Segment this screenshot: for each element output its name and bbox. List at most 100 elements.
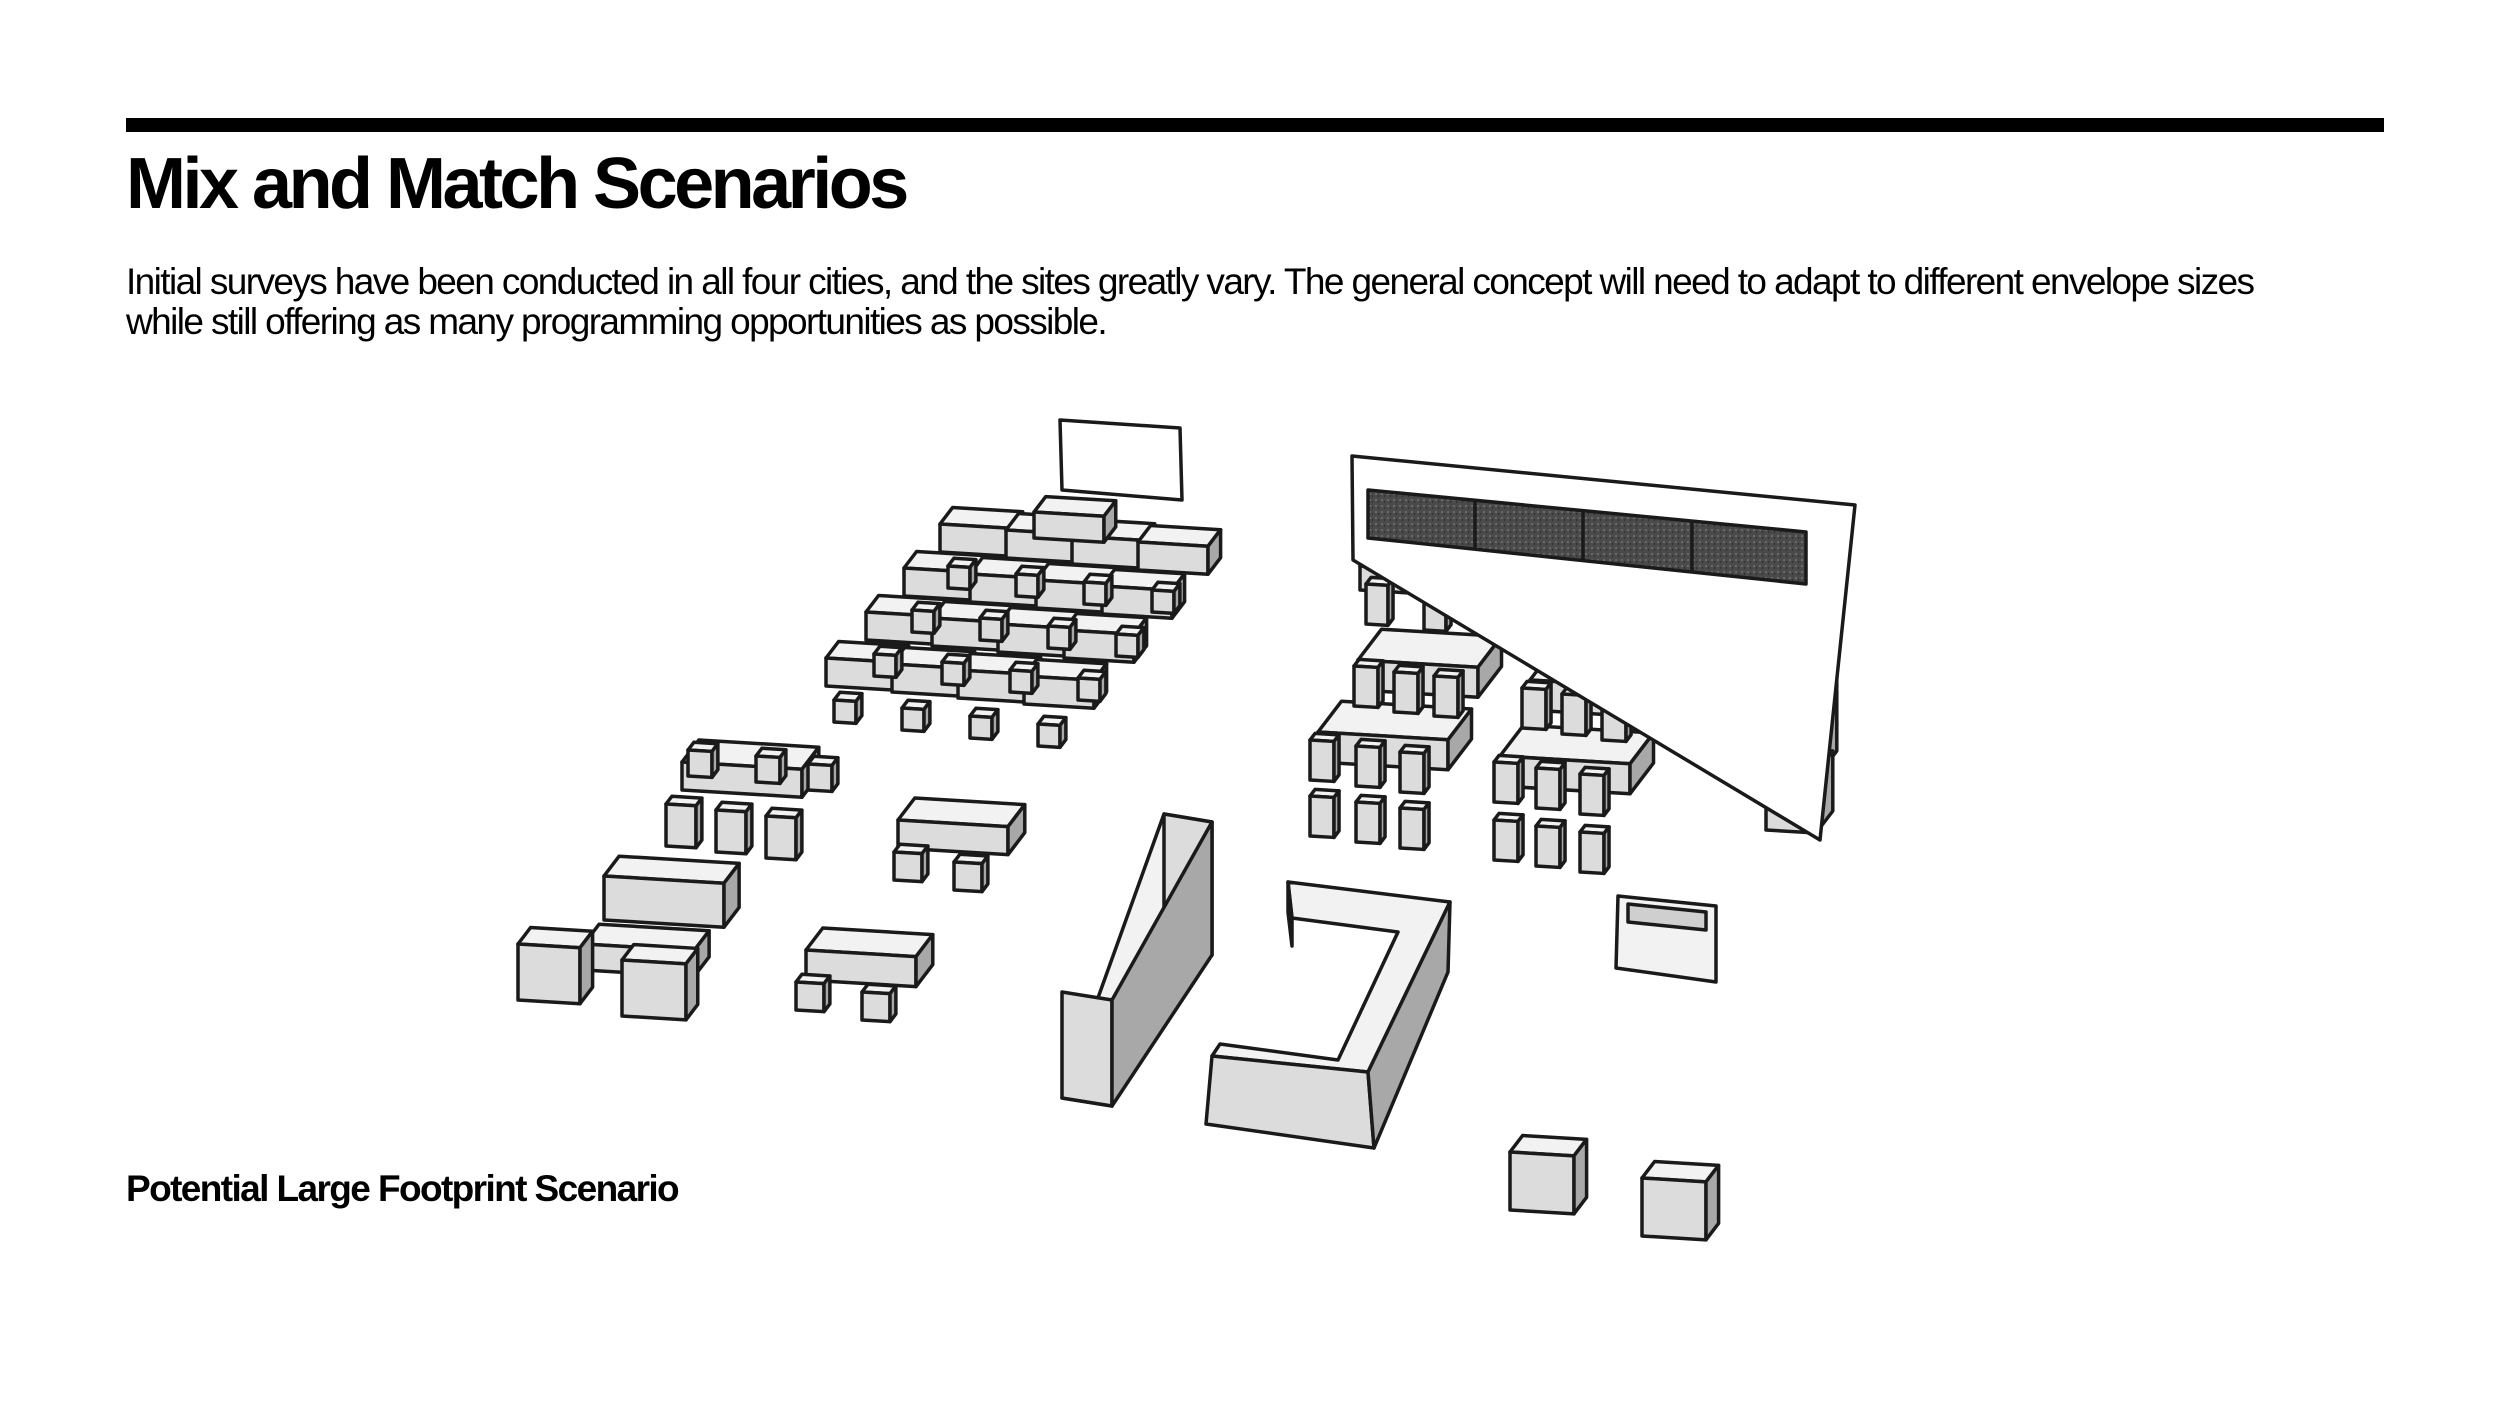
furniture-blocks <box>516 494 1839 1242</box>
classroom-desk <box>902 549 989 602</box>
meeting-chair <box>1398 743 1431 796</box>
classroom-seat <box>1114 624 1146 660</box>
classroom-seat <box>940 652 972 688</box>
meeting-chair <box>1352 657 1385 710</box>
lectern-desk <box>1032 494 1118 544</box>
small-chair <box>952 852 990 894</box>
bench-block <box>602 854 741 929</box>
classroom-seat <box>1008 660 1040 696</box>
bar-stool <box>1738 697 1769 750</box>
small-chair <box>892 842 930 884</box>
projection-screen <box>1058 418 1184 502</box>
media-stool <box>1684 611 1715 664</box>
classroom-seat <box>1150 580 1182 616</box>
meeting-chair <box>1560 685 1593 738</box>
classroom-desk <box>1062 611 1149 664</box>
classroom-seat <box>978 608 1010 644</box>
media-table <box>1468 535 1612 609</box>
cube-seat <box>1640 1159 1721 1242</box>
classroom-seat <box>910 600 942 636</box>
meeting-chair <box>1520 679 1553 732</box>
chair-back <box>686 740 720 780</box>
small-table <box>804 926 935 989</box>
top-rule <box>126 118 2384 132</box>
classroom-desk <box>1136 523 1223 576</box>
meeting-chair <box>1578 765 1611 818</box>
bar-stool <box>1738 659 1769 712</box>
classroom-seat <box>968 706 1000 742</box>
small-chair <box>860 982 898 1024</box>
group-chair <box>764 806 804 862</box>
cube-seat <box>516 925 595 1006</box>
classroom-desk <box>864 593 951 646</box>
meeting-chair <box>1354 793 1387 846</box>
meeting-chair <box>1392 663 1425 716</box>
tall-counter-block <box>1764 746 1835 835</box>
classroom-desk <box>930 599 1017 652</box>
media-stool <box>1422 581 1453 634</box>
meeting-table <box>1498 723 1656 796</box>
meeting-table <box>1316 699 1474 772</box>
kiosk-box <box>1614 894 1718 984</box>
classroom-desk <box>1070 517 1157 570</box>
meeting-table <box>1356 627 1504 699</box>
classroom-desk <box>1034 561 1121 614</box>
media-stool <box>1586 599 1617 652</box>
classroom-seat <box>1036 714 1068 750</box>
classroom-desk <box>956 651 1043 704</box>
meeting-chair <box>1492 753 1525 806</box>
page-title: Mix and Match Scenarios <box>126 144 909 224</box>
media-table <box>1578 545 1722 619</box>
figure-caption: Potential Large Footprint Scenario <box>126 1168 680 1209</box>
classroom-seat <box>1014 564 1046 600</box>
low-bench <box>582 922 711 979</box>
meeting-chair <box>1354 737 1387 790</box>
group-chair <box>664 794 704 850</box>
classroom-seat <box>872 644 904 680</box>
group-chair <box>714 800 754 856</box>
classroom-desk <box>824 639 911 692</box>
classroom-desk <box>1022 657 1109 710</box>
meeting-table <box>1528 647 1676 719</box>
meeting-chair <box>1578 823 1611 876</box>
classroom-desk <box>890 645 977 698</box>
group-table <box>680 738 821 799</box>
media-table <box>1688 557 1822 630</box>
cube-seat <box>1508 1133 1589 1216</box>
meeting-chair <box>1600 691 1633 744</box>
meeting-chair <box>1534 759 1567 812</box>
classroom-desk <box>996 605 1083 658</box>
media-table <box>1358 525 1512 599</box>
chair-back <box>754 746 788 786</box>
meeting-chair <box>1398 799 1431 852</box>
meeting-chair <box>1432 667 1465 720</box>
classroom-seat <box>832 690 864 726</box>
small-table <box>896 796 1027 857</box>
classroom-desk <box>1004 511 1091 564</box>
media-wall <box>1350 454 1857 842</box>
classroom-desk <box>968 555 1055 608</box>
small-chair <box>794 972 832 1014</box>
classroom-seat <box>1082 572 1114 608</box>
classroom-desk <box>938 505 1025 558</box>
classroom-seat <box>1046 616 1078 652</box>
intro-paragraph: Initial surveys have been conducted in a… <box>126 261 2255 342</box>
classroom-seat <box>946 556 978 592</box>
meeting-chair <box>1492 811 1525 864</box>
l-shaped-counter <box>1204 880 1452 1150</box>
media-stool <box>1638 605 1669 658</box>
meeting-chair <box>1308 731 1341 784</box>
tall-counter-block <box>1768 624 1839 713</box>
tall-counter-block <box>1768 686 1839 775</box>
chair-back <box>806 754 840 794</box>
classroom-desk <box>1100 567 1187 620</box>
partition-wall <box>1060 812 1214 1108</box>
cube-seat <box>620 942 700 1022</box>
classroom-seat <box>900 698 932 734</box>
media-stool <box>1528 593 1559 646</box>
meeting-chair <box>1534 817 1567 870</box>
media-stool <box>1474 587 1505 640</box>
classroom-seat <box>1076 668 1108 704</box>
media-stool <box>1364 575 1395 628</box>
bar-stool <box>1730 737 1761 790</box>
